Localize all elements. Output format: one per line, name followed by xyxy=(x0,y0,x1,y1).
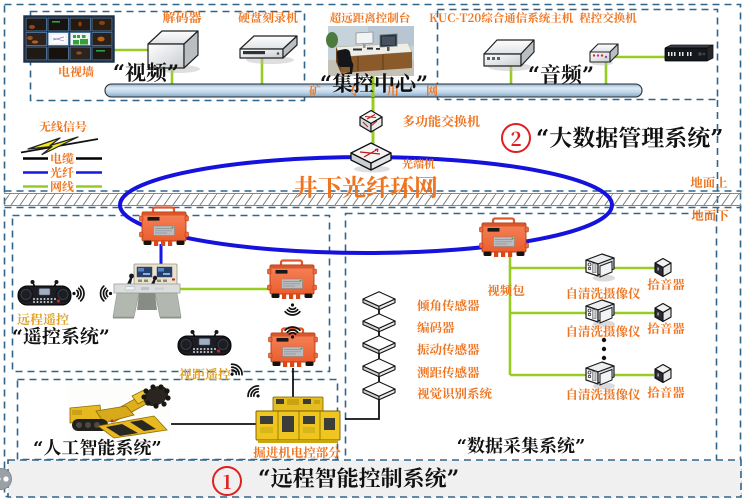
sensor-slab-2 xyxy=(362,313,396,333)
console-desk xyxy=(112,263,182,319)
wifi-icon-machine xyxy=(244,382,266,404)
tv-wall-image xyxy=(23,15,115,63)
tv-wall-label: 电视墙 xyxy=(57,63,95,80)
camera-label-1: 自清洗摄像仪 xyxy=(565,284,641,302)
decoder-device xyxy=(147,30,200,73)
sensor-label-5: 视觉识别系统 xyxy=(417,384,493,402)
pbx-label: 程控交换机 xyxy=(579,10,637,26)
pickup-label-1: 拾音器 xyxy=(647,275,685,293)
pbx-device xyxy=(589,43,619,66)
bigdata-number-badge: 2 xyxy=(501,123,531,153)
control-center-title: “集控中心” xyxy=(319,68,429,98)
junction-box-machine xyxy=(267,327,319,369)
ground-below-label: 地面下 xyxy=(691,206,729,224)
legend-ethernet-label: 网线 xyxy=(47,178,77,195)
console-photo-label: 超远距离控制台 xyxy=(329,10,411,26)
sensor-slab-5 xyxy=(362,381,396,401)
roadheader-machine xyxy=(68,382,171,439)
comm-host-label: KUC-T20综合通信系统主机 xyxy=(429,10,574,26)
ai-system-title: “人工智能系统” xyxy=(33,434,162,460)
green-lines xyxy=(114,48,667,377)
legend-wireless-label: 无线信号 xyxy=(38,118,88,135)
wifi-icon-down xyxy=(284,302,301,316)
multi-switch-device xyxy=(359,109,383,133)
wifi-icon-left xyxy=(99,285,113,302)
far-remote-label: 远程遥控 xyxy=(16,309,70,328)
remote-controller-2 xyxy=(176,328,233,357)
junction-box-ring-left xyxy=(138,206,190,248)
recorder-label: 硬盘刻录机 xyxy=(237,9,299,26)
optical-label: 光端机 xyxy=(402,156,435,172)
audio-section-box xyxy=(436,8,719,101)
camera-label-2: 自清洗摄像仪 xyxy=(565,322,641,340)
fiber-ring-label: 井下光纤环网 xyxy=(294,168,438,203)
bottom-banner-strip xyxy=(7,459,742,498)
optical-terminal-device xyxy=(350,142,392,173)
speaker-icon xyxy=(0,468,12,490)
video-section-box xyxy=(29,10,306,102)
remote-system-title: “遥控系统” xyxy=(12,322,110,349)
video-pack-label: 视频包 xyxy=(487,281,525,299)
sensor-label-1: 倾角传感器 xyxy=(417,296,480,314)
legend-cable-label: 电缆 xyxy=(47,150,77,167)
junction-box-ring-right xyxy=(478,217,530,259)
audio-rack-device xyxy=(664,44,714,62)
office-chair xyxy=(337,49,354,74)
near-remote-label: 视距遥控 xyxy=(178,364,232,383)
ground-above-label: 地面上 xyxy=(690,173,728,191)
recorder-device xyxy=(239,35,298,64)
control-room-photo xyxy=(326,26,414,76)
machine-control-label: 掘进机电控部分 xyxy=(253,443,341,461)
camera-1 xyxy=(585,253,616,283)
sensor-label-3: 振动传感器 xyxy=(417,340,480,358)
camera-label-3: 自清洗摄像仪 xyxy=(565,385,641,403)
banner-number-badge: 1 xyxy=(212,466,242,496)
comm-host-device xyxy=(483,39,535,71)
banner-title: “远程智能控制系统” xyxy=(258,462,460,493)
sensor-slab-4 xyxy=(362,358,396,378)
cutter-head xyxy=(141,384,171,409)
machine-control-box xyxy=(255,396,341,443)
decoder-label: 解码器 xyxy=(162,7,202,26)
audio-title: “音频” xyxy=(527,59,595,89)
legend-fiber-label: 光纤 xyxy=(47,164,77,181)
video-title: “视频” xyxy=(112,57,180,87)
multi-switch-label: 多功能交换机 xyxy=(402,111,481,130)
vertical-dots xyxy=(601,337,607,361)
pickup-label-2: 拾音器 xyxy=(647,319,685,337)
pickup-label-3: 拾音器 xyxy=(647,383,685,401)
ground-hatch xyxy=(4,193,741,206)
sensor-label-2: 编码器 xyxy=(417,318,455,336)
data-system-title: “数据采集系统” xyxy=(456,432,586,458)
sensor-slab-3 xyxy=(362,335,396,355)
wifi-icon-right xyxy=(71,285,85,302)
pickup-3 xyxy=(654,363,672,384)
sensor-label-4: 测距传感器 xyxy=(417,363,480,381)
bigdata-title: “大数据管理系统” xyxy=(536,120,724,153)
sensor-slab-1 xyxy=(362,291,396,311)
remote-controller-1 xyxy=(16,278,73,307)
lightning-bolt-icon xyxy=(27,136,79,156)
junction-box-ap xyxy=(266,259,318,301)
pickup-1 xyxy=(654,257,672,278)
bus-bar-label: 矿专用网 xyxy=(309,82,466,99)
